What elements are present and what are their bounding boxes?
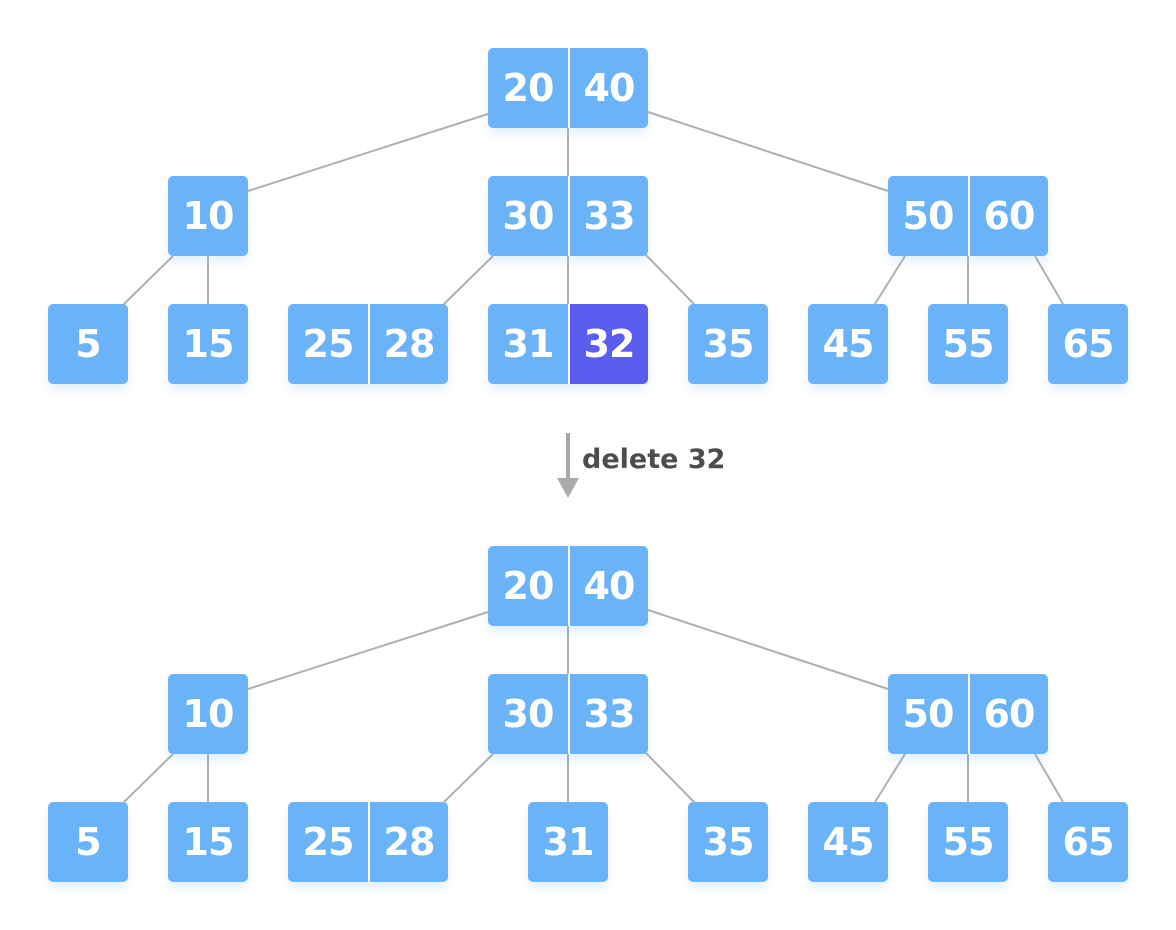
operation-arrow	[557, 433, 579, 498]
after-internal-node: 30 33	[488, 674, 648, 754]
before-leaf-node: 45	[808, 304, 888, 384]
key: 28	[368, 304, 448, 384]
key: 55	[928, 802, 1008, 882]
key: 45	[808, 802, 888, 882]
before-internal-node: 50 60	[888, 176, 1048, 256]
highlighted-key: 32	[568, 304, 648, 384]
after-leaf-node: 45	[808, 802, 888, 882]
edge	[247, 611, 489, 690]
before-leaf-node: 65	[1048, 304, 1128, 384]
edge	[647, 111, 889, 192]
after-leaf-node: 25 28	[288, 802, 448, 882]
key: 35	[688, 802, 768, 882]
before-leaf-node: 35	[688, 304, 768, 384]
edge	[647, 609, 889, 690]
key: 65	[1048, 802, 1128, 882]
before-leaf-node: 55	[928, 304, 1008, 384]
before-internal-node: 30 33	[488, 176, 648, 256]
key: 31	[488, 304, 568, 384]
after-tree-edges	[123, 609, 1064, 803]
key: 15	[168, 304, 248, 384]
after-internal-node: 10	[168, 674, 248, 754]
key: 50	[888, 674, 968, 754]
key: 33	[568, 176, 648, 256]
before-leaf-node: 31 32	[488, 304, 648, 384]
edge	[874, 255, 906, 305]
key: 55	[928, 304, 1008, 384]
edge	[123, 255, 174, 305]
key: 40	[568, 546, 648, 626]
before-internal-node: 10	[168, 176, 248, 256]
key: 50	[888, 176, 968, 256]
edge	[247, 113, 489, 192]
key: 45	[808, 304, 888, 384]
edge	[1034, 753, 1064, 803]
before-tree-edges	[123, 111, 1064, 305]
key: 35	[688, 304, 768, 384]
edge	[443, 753, 494, 803]
key: 40	[568, 48, 648, 128]
operation-label: delete 32	[582, 444, 726, 475]
key: 5	[48, 304, 128, 384]
arrow-head	[557, 478, 579, 498]
edge	[443, 255, 494, 305]
after-leaf-node: 35	[688, 802, 768, 882]
after-leaf-node: 65	[1048, 802, 1128, 882]
after-leaf-node: 31	[528, 802, 608, 882]
before-leaf-node: 25 28	[288, 304, 448, 384]
edge	[642, 251, 695, 305]
key: 10	[168, 674, 248, 754]
after-leaf-node: 5	[48, 802, 128, 882]
key: 15	[168, 802, 248, 882]
key: 60	[968, 176, 1048, 256]
key: 60	[968, 674, 1048, 754]
key: 30	[488, 176, 568, 256]
key: 30	[488, 674, 568, 754]
key: 25	[288, 802, 368, 882]
key: 25	[288, 304, 368, 384]
key: 10	[168, 176, 248, 256]
after-internal-node: 50 60	[888, 674, 1048, 754]
key: 20	[488, 546, 568, 626]
before-leaf-node: 15	[168, 304, 248, 384]
key: 28	[368, 802, 448, 882]
edge	[123, 753, 174, 803]
key: 5	[48, 802, 128, 882]
key: 65	[1048, 304, 1128, 384]
edge	[1034, 255, 1064, 305]
edge	[642, 749, 695, 803]
before-leaf-node: 5	[48, 304, 128, 384]
edge	[874, 753, 906, 803]
after-leaf-node: 15	[168, 802, 248, 882]
before-root-node: 20 40	[488, 48, 648, 128]
key: 33	[568, 674, 648, 754]
key: 31	[528, 802, 608, 882]
key: 20	[488, 48, 568, 128]
after-leaf-node: 55	[928, 802, 1008, 882]
after-root-node: 20 40	[488, 546, 648, 626]
